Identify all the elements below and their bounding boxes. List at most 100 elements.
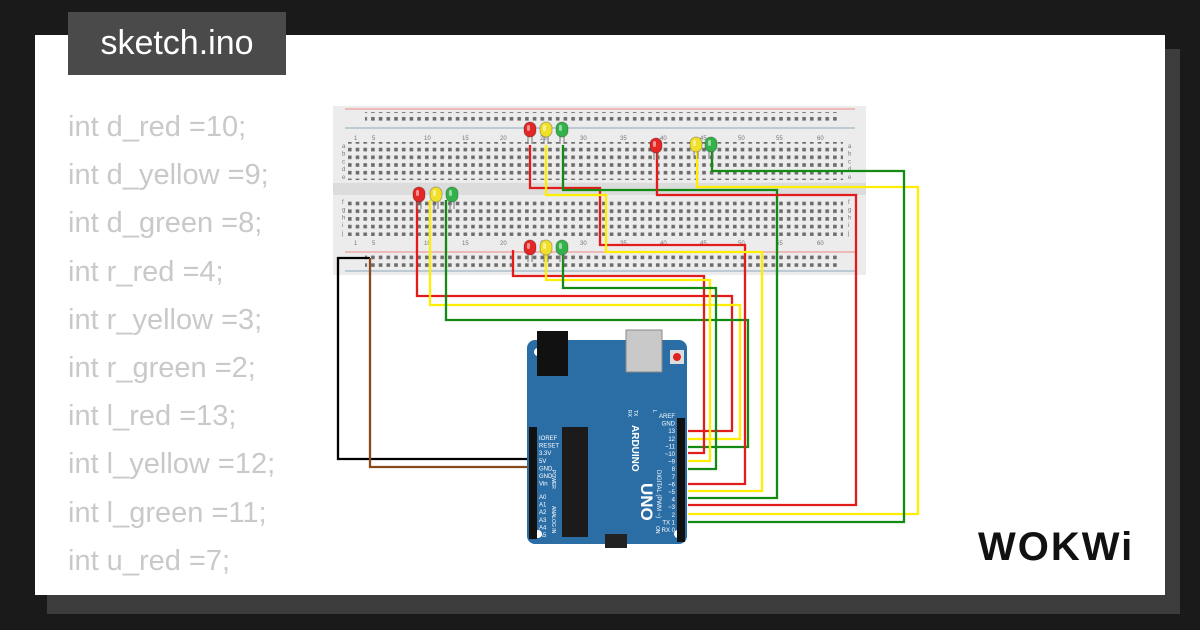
row-letter: b: [848, 152, 852, 158]
power-pin-label: 3.3V: [539, 451, 551, 457]
row-letter: a: [342, 144, 346, 150]
analog-in-label: ANALOG IN: [550, 506, 556, 534]
wires: [336, 145, 920, 524]
code-line: int r_yellow =3;: [68, 303, 263, 336]
code-line: int d_yellow =9;: [68, 159, 269, 192]
row-letter: d: [342, 167, 345, 173]
row-letter: i: [342, 223, 343, 229]
dc-jack: [537, 331, 568, 376]
l-label: L: [651, 410, 657, 413]
column-number: 15: [462, 136, 469, 142]
icsp-header: [605, 534, 627, 548]
row-letter: g: [342, 208, 345, 214]
digital-pin-label: 12: [668, 437, 675, 443]
code-line: int r_red =4;: [68, 255, 224, 288]
column-number: 45: [700, 136, 707, 142]
wire-5v-brown: [368, 258, 530, 469]
row-letter: f: [342, 200, 344, 206]
code-line: int u_red =7;: [68, 544, 231, 577]
wire-gnd-black: [336, 256, 530, 461]
digital-pin-label: 2: [672, 513, 676, 519]
code-line: int l_yellow =12;: [68, 448, 276, 481]
led: [445, 186, 459, 209]
wire-yellow-3: [544, 250, 712, 463]
column-number: 50: [738, 136, 745, 142]
power-pin-label: RESET: [539, 444, 559, 450]
column-number: 10: [424, 241, 431, 247]
wire-yellow-4: [688, 150, 920, 516]
led: [689, 136, 703, 159]
row-letter: f: [848, 200, 850, 206]
column-number: 60: [817, 241, 824, 247]
row-letter: e: [848, 175, 852, 181]
digital-pin-label: 4: [672, 498, 676, 504]
reset-button-cap[interactable]: [673, 353, 681, 361]
row-letter: g: [848, 208, 851, 214]
digital-pin-label: ~3: [668, 505, 676, 511]
wire-red-1: [415, 200, 734, 433]
led: [649, 137, 663, 160]
code-line: int l_green =11;: [68, 496, 267, 529]
column-number: 55: [776, 241, 783, 247]
row-letter: a: [848, 144, 852, 150]
led: [704, 136, 718, 159]
arduino-uno: IOREFRESET3.3V5VGNDGNDVinA0A1A2A3A4A5ARE…: [527, 329, 687, 548]
analog-pin-label: A5: [539, 533, 547, 539]
wire-red-4: [655, 153, 858, 507]
row-letter: h: [848, 215, 851, 221]
row-letter: h: [342, 215, 345, 221]
digital-pin-label: ~6: [668, 482, 676, 488]
column-number: 20: [500, 241, 507, 247]
led: [523, 121, 537, 144]
column-number: 30: [580, 241, 587, 247]
arduino-model: UNO: [637, 483, 656, 521]
power-pin-label: GND: [539, 466, 553, 472]
column-number: 10: [424, 136, 431, 142]
digital-pin-label: 13: [668, 429, 675, 435]
row-letter: j: [341, 231, 343, 237]
analog-pin-label: A4: [539, 525, 547, 531]
column-number: 5: [372, 136, 376, 142]
led: [555, 121, 569, 144]
tx-label: TX: [632, 410, 638, 417]
column-number: 40: [660, 136, 667, 142]
digital-pin-label: ~10: [665, 452, 676, 458]
on-label: ON: [654, 526, 660, 534]
power-header: [529, 427, 537, 539]
mcu-chip: [562, 427, 588, 537]
wire-yellow-2: [544, 145, 764, 493]
digital-pin-label: AREF: [659, 414, 675, 420]
wire-green-2: [561, 145, 779, 500]
terminal-strip-bottom: [348, 198, 843, 236]
wokwi-logo: WOKWi: [978, 525, 1134, 570]
usb-port: [625, 329, 663, 373]
digital-header: [677, 418, 685, 542]
code-line: int l_red =13;: [68, 400, 237, 433]
code-line: int d_green =8;: [68, 207, 263, 240]
led: [539, 121, 553, 144]
row-letter: c: [342, 159, 345, 165]
terminal-strip-top: [348, 142, 843, 180]
column-number: 30: [580, 136, 587, 142]
rx-label: RX: [626, 410, 632, 418]
file-tab[interactable]: sketch.ino: [68, 12, 286, 75]
column-number: 1: [354, 136, 358, 142]
power-pin-label: Vin: [539, 482, 548, 488]
column-number: 5: [372, 241, 376, 247]
power-pin-label: 5V: [539, 459, 546, 465]
power-label: POWER: [550, 470, 556, 489]
code-line: int d_red =10;: [68, 111, 247, 143]
analog-pin-label: A0: [539, 495, 547, 501]
digital-pin-label: 7: [672, 475, 676, 481]
row-letter: b: [342, 152, 346, 158]
analog-pin-label: A3: [539, 518, 547, 524]
column-number: 55: [776, 136, 783, 142]
digital-pin-label: 8: [672, 467, 676, 473]
wire-red-2: [528, 145, 747, 486]
led: [539, 239, 553, 262]
analog-pin-label: A2: [539, 510, 547, 516]
digital-pin-label: ~9: [668, 460, 676, 466]
code-line: int r_green =2;: [68, 351, 256, 384]
wire-green-3: [561, 250, 718, 471]
